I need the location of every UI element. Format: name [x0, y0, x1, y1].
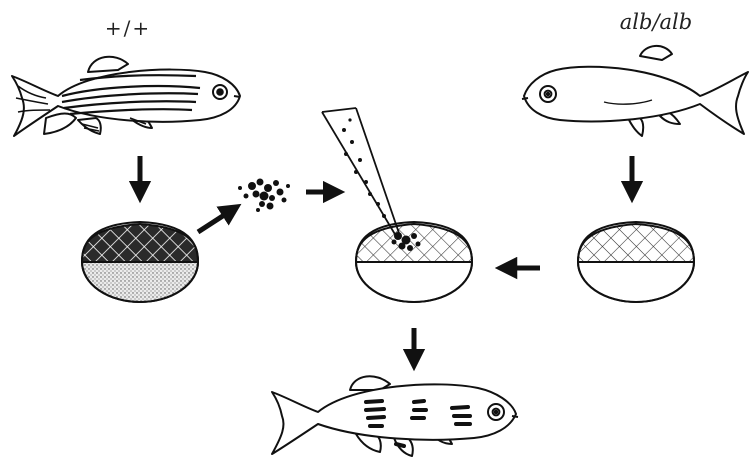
chimeric-fish [272, 376, 518, 456]
wild-type-fish [12, 57, 240, 136]
albino-host-embryo [578, 222, 694, 302]
arrow-to-donor-cells [198, 210, 232, 232]
transplant-needle [322, 108, 400, 236]
donor-cell-cluster [238, 179, 290, 213]
albino-fish [522, 46, 748, 136]
donor-embryo [82, 222, 198, 302]
